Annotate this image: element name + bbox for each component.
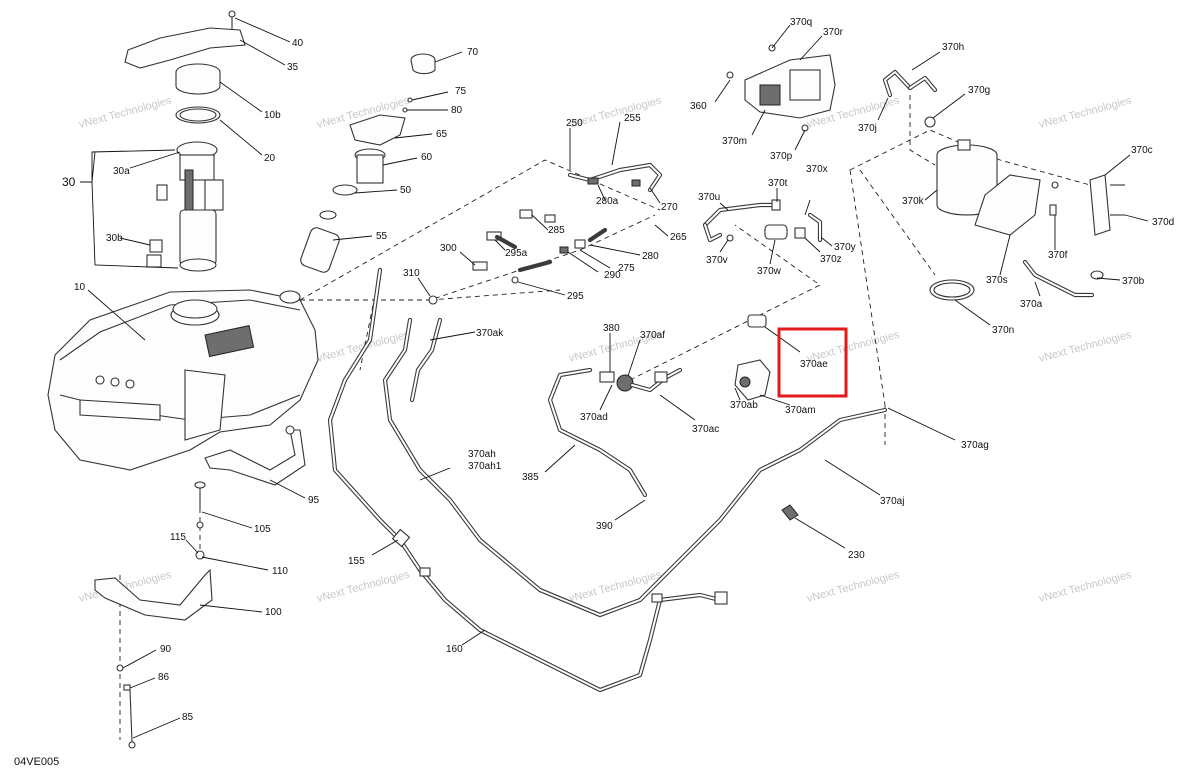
label-160: 160 <box>446 644 463 655</box>
watermark: vNext Technologies <box>1038 569 1134 605</box>
label-370r: 370r <box>823 27 844 38</box>
watermark: vNext Technologies <box>78 95 174 131</box>
label-30b: 30b <box>106 233 123 244</box>
label-55: 55 <box>376 231 388 242</box>
label-370m: 370m <box>722 136 747 147</box>
label-275: 275 <box>618 263 635 274</box>
label-60: 60 <box>421 152 433 163</box>
label-86: 86 <box>158 672 170 683</box>
label-80: 80 <box>451 105 463 116</box>
clip <box>781 504 799 521</box>
label-115: 115 <box>170 532 186 543</box>
center-fittings <box>599 314 771 401</box>
label-370ab: 370ab <box>730 400 758 411</box>
label-370q: 370q <box>790 17 812 28</box>
label-370ac: 370ac <box>692 424 719 435</box>
label-255: 255 <box>624 113 641 124</box>
label-280: 280 <box>642 251 659 262</box>
label-110: 110 <box>272 566 288 577</box>
label-310: 310 <box>403 268 420 279</box>
label-370h: 370h <box>942 42 964 53</box>
label-100: 100 <box>265 607 282 618</box>
label-370x: 370x <box>806 164 828 175</box>
label-370ad: 370ad <box>580 412 608 423</box>
label-370v: 370v <box>706 255 728 266</box>
label-250: 250 <box>566 118 583 129</box>
label-285: 285 <box>548 225 565 236</box>
vent-valves <box>702 199 823 243</box>
label-90: 90 <box>160 644 172 655</box>
label-370f: 370f <box>1048 250 1068 261</box>
label-40: 40 <box>292 38 304 49</box>
label-95: 95 <box>308 495 320 506</box>
label-390: 390 <box>596 521 613 532</box>
label-10b: 10b <box>264 110 281 121</box>
watermark: vNext Technologies <box>806 569 902 605</box>
label-295a: 295a <box>505 248 528 259</box>
label-295: 295 <box>567 291 584 302</box>
label-370a: 370a <box>1020 299 1043 310</box>
watermark: vNext Technologies <box>568 569 664 605</box>
leader-lines <box>80 17 1149 739</box>
label-20: 20 <box>264 153 276 164</box>
label-30: 30 <box>62 175 76 189</box>
label-85: 85 <box>182 712 194 723</box>
label-370g: 370g <box>968 85 990 96</box>
label-370d: 370d <box>1152 217 1174 228</box>
label-105: 105 <box>254 524 271 535</box>
highlight-box <box>777 327 848 398</box>
label-370aj: 370aj <box>880 496 904 507</box>
label-370p: 370p <box>770 151 793 162</box>
straps <box>94 425 306 749</box>
label-230: 230 <box>848 550 865 561</box>
label-370j: 370j <box>858 123 877 134</box>
label-370w: 370w <box>757 266 782 277</box>
label-370ak: 370ak <box>476 328 504 339</box>
label-385: 385 <box>522 472 539 483</box>
label-265: 265 <box>670 232 687 243</box>
label-380: 380 <box>603 323 620 334</box>
label-290: 290 <box>604 270 621 281</box>
label-370ah1: 370ah1 <box>468 461 502 472</box>
filler-assembly <box>300 53 436 273</box>
label-10: 10 <box>74 282 86 293</box>
label-35: 35 <box>287 62 299 73</box>
label-370y: 370y <box>834 242 856 253</box>
label-370ag: 370ag <box>961 440 989 451</box>
label-370n: 370n <box>992 325 1014 336</box>
label-270: 270 <box>661 202 678 213</box>
diagram-reference-code: 04VE005 <box>14 756 59 768</box>
fuel-tank <box>47 289 319 471</box>
watermark: vNext Technologies <box>1038 95 1134 131</box>
label-360: 360 <box>690 101 707 112</box>
label-370t: 370t <box>768 178 788 189</box>
watermark: vNext Technologies <box>316 569 412 605</box>
label-30a: 30a <box>113 166 130 177</box>
vent-fittings <box>428 162 663 305</box>
label-65: 65 <box>436 129 448 140</box>
label-370am: 370am <box>785 405 816 416</box>
part-labels: 40 35 70 75 80 10b 65 20 60 30a 30 50 30… <box>62 17 1174 723</box>
label-280a: 280a <box>596 196 619 207</box>
hoses <box>327 267 888 693</box>
label-50: 50 <box>400 185 412 196</box>
pump-assembly <box>124 10 246 272</box>
watermark: vNext Technologies <box>1038 329 1134 365</box>
label-300: 300 <box>440 243 457 254</box>
label-370c: 370c <box>1131 145 1153 156</box>
label-370u: 370u <box>698 192 720 203</box>
label-370ah: 370ah <box>468 449 496 460</box>
canister-assembly <box>882 69 1125 301</box>
label-370s: 370s <box>986 275 1008 286</box>
label-70: 70 <box>467 47 479 58</box>
label-370af: 370af <box>640 330 665 341</box>
label-75: 75 <box>455 86 467 97</box>
purge-valve <box>726 44 836 132</box>
label-370k: 370k <box>902 196 925 207</box>
label-370b: 370b <box>1122 276 1145 287</box>
label-155: 155 <box>348 556 365 567</box>
label-370z: 370z <box>820 254 842 265</box>
label-370ae: 370ae <box>800 359 828 370</box>
